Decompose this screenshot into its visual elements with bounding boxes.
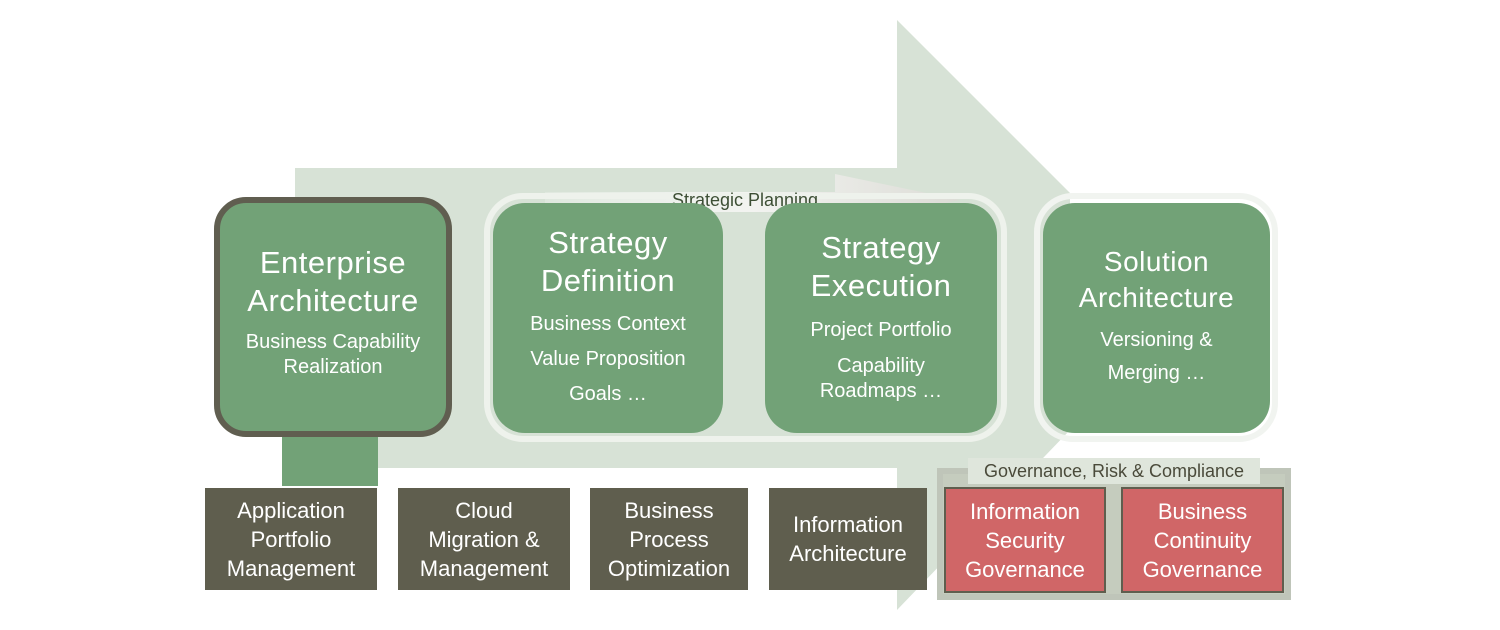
box-subtitle: Merging … [1107, 362, 1206, 384]
box-subtitle: Realization [283, 356, 383, 378]
planning-frame [484, 193, 1007, 442]
box-subtitle: Project Portfolio [810, 319, 952, 341]
box-subtitle: Value Proposition [530, 348, 686, 370]
box-title: Strategy [821, 230, 941, 265]
box-title: Solution [1103, 246, 1210, 277]
box-line: Business [1157, 498, 1248, 524]
box-subtitle: Business Capability [245, 331, 421, 353]
box-line: Business [624, 497, 714, 523]
strategy-execution-box: Strategy Execution Project Portfolio Cap… [765, 203, 997, 433]
box-title: Execution [810, 268, 952, 303]
box-line: Migration & [428, 526, 540, 552]
strategy-definition-box: Strategy Definition Business Context Val… [493, 203, 723, 433]
information-architecture-box: Information Architecture [769, 488, 927, 590]
box-line: Optimization [607, 555, 731, 581]
box-title: Definition [540, 263, 676, 298]
box-subtitle: Goals … [569, 383, 647, 405]
cloud-migration-management-box: Cloud Migration & Management [398, 488, 570, 590]
box-line: Security [985, 527, 1065, 553]
business-continuity-governance-box: Business Continuity Governance [1121, 487, 1284, 593]
box-title: Architecture [1078, 282, 1235, 313]
box-line: Portfolio [250, 526, 332, 552]
strategic-planning-label: Strategic Planning [671, 190, 819, 210]
box-line: Management [226, 555, 356, 581]
box-title: Architecture [247, 283, 419, 318]
box-subtitle: Versioning & [1100, 329, 1213, 351]
box-line: Management [419, 555, 549, 581]
box-line: Process [629, 526, 709, 552]
enterprise-architecture-box: Enterprise Architecture Business Capabil… [214, 197, 452, 437]
application-portfolio-management-box: Application Portfolio Management [205, 488, 377, 590]
box-line: Cloud [455, 497, 513, 523]
box-line: Information [792, 512, 904, 537]
box-title: Strategy [548, 225, 668, 260]
information-security-governance-box: Information Security Governance [944, 487, 1106, 593]
business-process-optimization-box: Business Process Optimization [590, 488, 748, 590]
box-subtitle: Roadmaps … [819, 380, 943, 402]
box-subtitle: Capability [837, 355, 925, 377]
box-line: Governance [1142, 556, 1263, 582]
grc-label: Governance, Risk & Compliance [968, 458, 1260, 484]
solution-frame [1034, 193, 1278, 442]
box-subtitle: Business Context [530, 313, 686, 335]
box-line: Governance [965, 556, 1085, 582]
box-line: Application [237, 497, 345, 523]
box-line: Information [969, 498, 1081, 524]
solution-architecture-box: Solution Architecture Versioning & Mergi… [1043, 203, 1270, 433]
box-title: Enterprise [259, 245, 407, 280]
box-line: Architecture [789, 541, 907, 566]
box-line: Continuity [1153, 527, 1252, 553]
